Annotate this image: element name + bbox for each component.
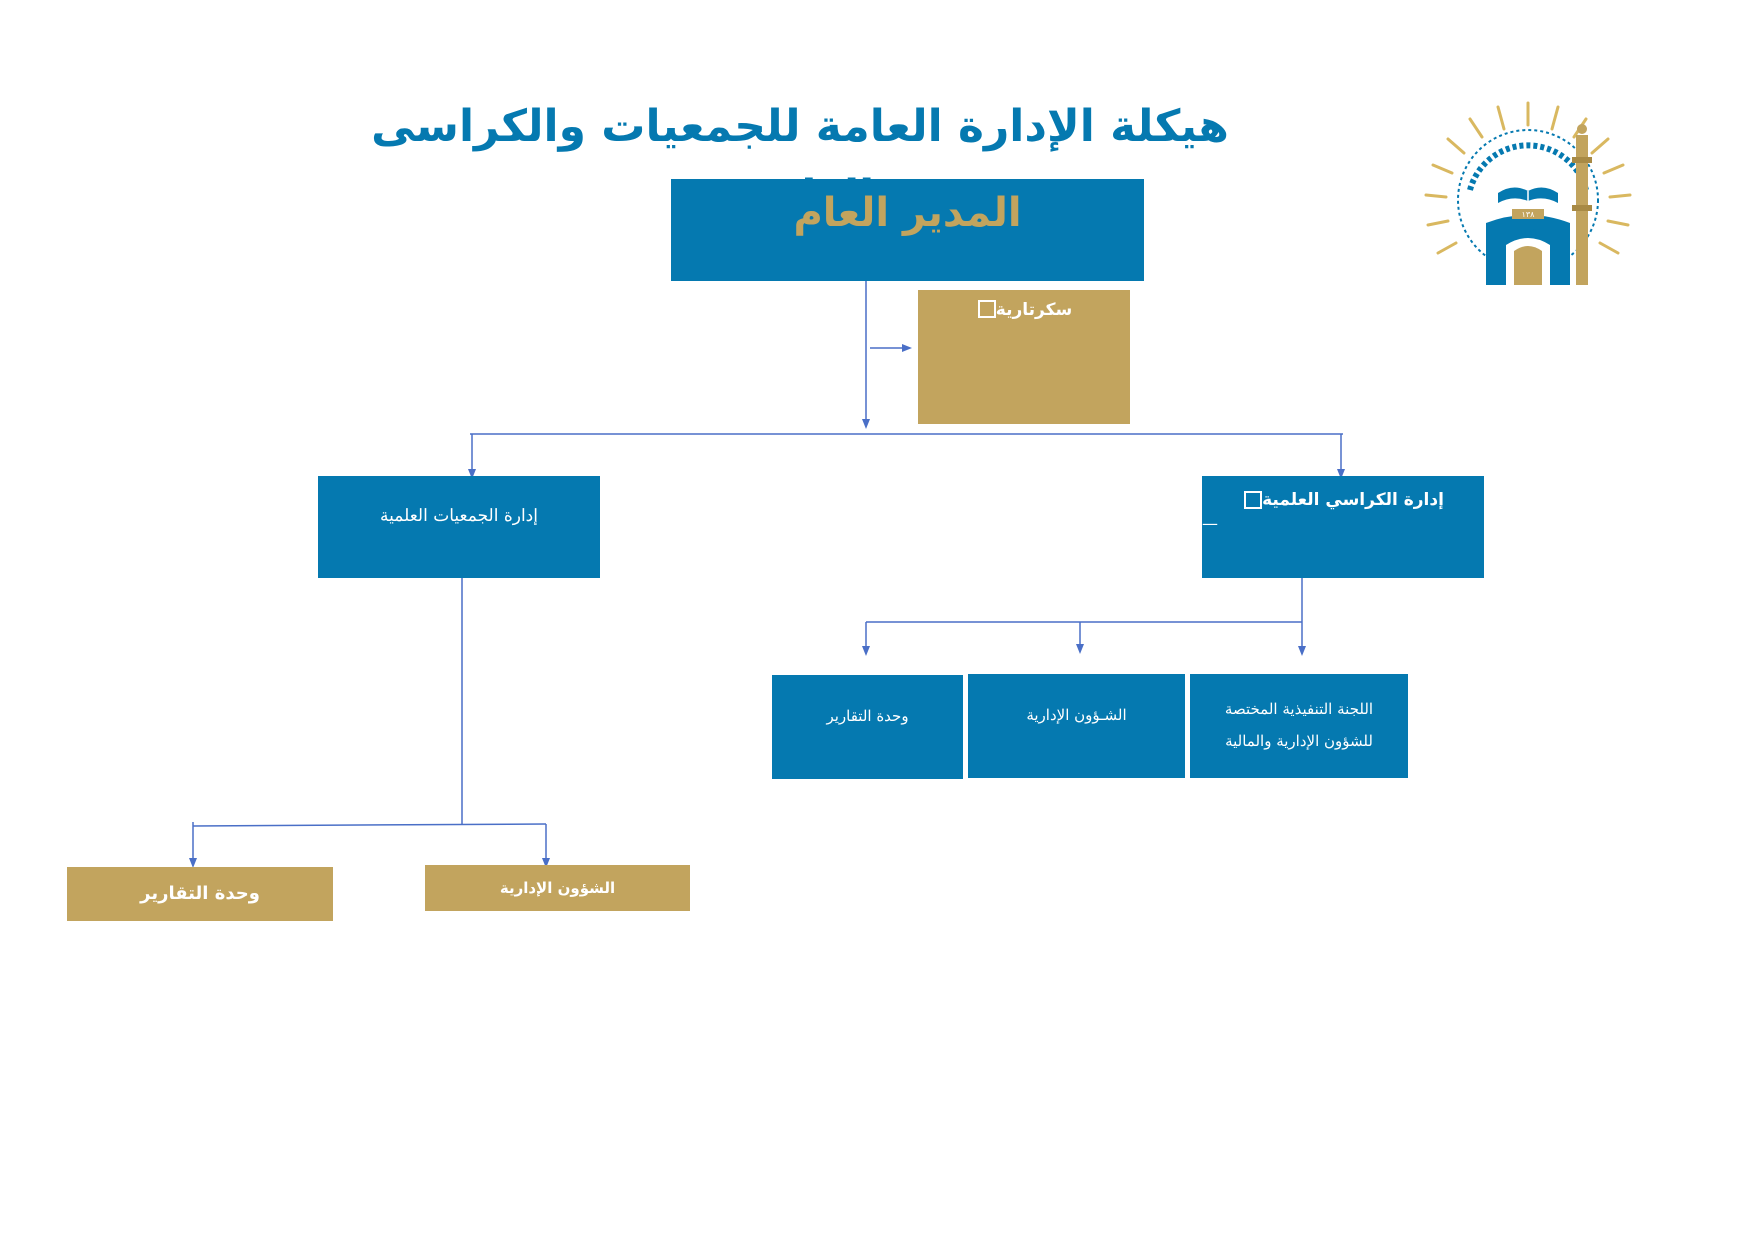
executive-committee-line1: اللجنة التنفيذية المختصة: [1224, 700, 1374, 718]
executive-committee-box[interactable]: اللجنة التنفيذية المختصة للشؤون الإدارية…: [1190, 674, 1408, 778]
societies-department-label: إدارة الجمعيات العلمية: [380, 506, 538, 526]
secretariat-box[interactable]: سكرتارية: [918, 290, 1130, 424]
societies-reports-unit-box[interactable]: وحدة التقارير: [67, 867, 333, 921]
chairs-reports-unit-box[interactable]: وحدة التقارير: [772, 675, 963, 779]
connector-societies-horizontal: [192, 823, 547, 827]
director-box[interactable]: المدير العام: [671, 179, 1144, 281]
logo-top-numeral: ١٣٨: [1522, 210, 1536, 219]
chairs-reports-unit-label: وحدة التقارير: [826, 707, 909, 725]
chairs-admin-affairs-box[interactable]: الشـؤون الإدارية: [968, 674, 1185, 778]
societies-admin-affairs-label: الشؤون الإدارية: [499, 879, 616, 897]
chairs-department-box[interactable]: إدارة الكراسي العلمية —: [1202, 476, 1484, 578]
university-seal-icon: ١٣٨ ١٣٩٦: [1418, 95, 1638, 315]
executive-committee-line2: للشؤون الإدارية والمالية: [1225, 731, 1373, 750]
page-title: هيكلة الإدارة العامة للجمعيات والكراسى ا…: [371, 101, 1229, 222]
director-label: المدير العام: [793, 190, 1022, 236]
secretariat-label: سكرتارية: [995, 300, 1073, 320]
checkbox-icon: [1244, 491, 1263, 510]
logo-bottom-numeral: ١٣٩٦: [1519, 228, 1536, 237]
societies-admin-affairs-box[interactable]: الشؤون الإدارية: [425, 865, 690, 911]
chairs-department-dash: —: [1202, 514, 1218, 534]
chairs-admin-affairs-label: الشـؤون الإدارية: [1026, 706, 1127, 724]
societies-department-box[interactable]: إدارة الجمعيات العلمية: [318, 476, 600, 578]
checkbox-icon: [977, 300, 996, 318]
chairs-department-label: إدارة الكراسي العلمية: [1262, 490, 1444, 510]
societies-reports-unit-label: وحدة التقارير: [140, 883, 260, 905]
